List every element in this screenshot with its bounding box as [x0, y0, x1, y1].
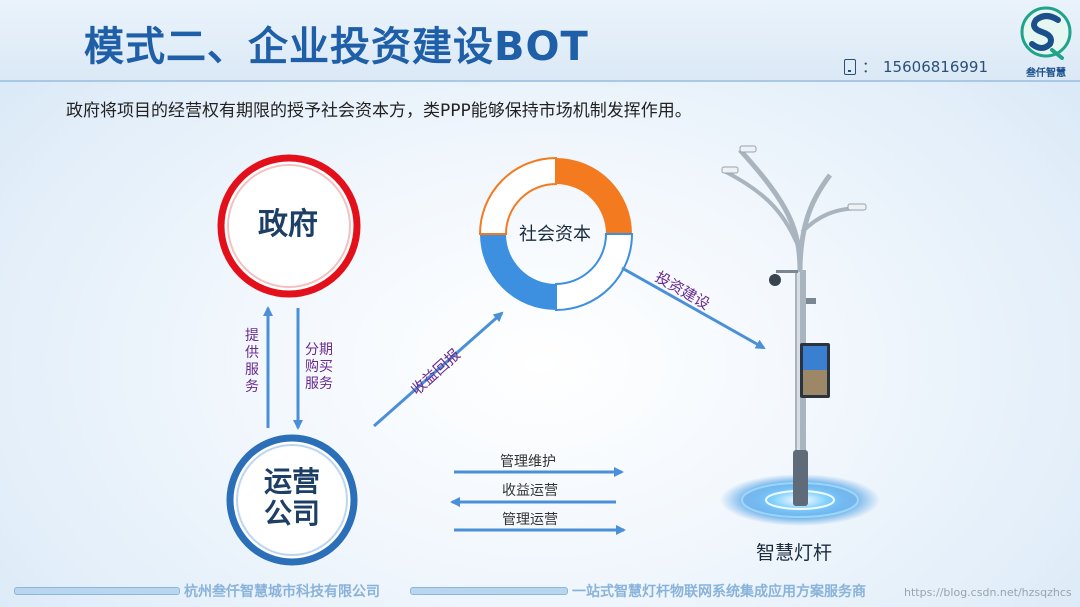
provide-service-label: 提供服务	[245, 328, 259, 395]
management-maintenance-label: 管理维护	[500, 454, 556, 470]
phone-icon	[844, 58, 856, 75]
operator-label-line2: 公司	[263, 497, 320, 530]
social-capital-label: 社会资本	[519, 224, 591, 245]
phone-prefix: ：	[862, 58, 878, 76]
footer-company: 杭州叁仟智慧城市科技有限公司	[184, 584, 380, 600]
header-bar	[0, 0, 1080, 82]
operator-circle	[226, 434, 358, 566]
smart-pole-icon	[721, 145, 867, 506]
logo-text: 叁仟智慧	[1026, 68, 1066, 79]
government-circle	[217, 154, 361, 298]
installment-purchase-label: 分期购买服务	[305, 342, 333, 392]
watermark: https://blog.csdn.net/hzsqzhcs	[904, 586, 1072, 599]
smart-pole-label: 智慧灯杆	[756, 542, 833, 564]
subtitle: 政府将项目的经营权有期限的授予社会资本方，类PPP能够保持市场机制发挥作用。	[66, 101, 692, 121]
management-operation-label: 管理运营	[502, 512, 558, 528]
phone-number: 15606816991	[883, 57, 988, 76]
government-label: 政府	[258, 207, 318, 242]
operator-label: 运营 公司	[236, 466, 348, 530]
revenue-operation-label: 收益运营	[502, 483, 558, 499]
arrow-revenue-return	[373, 311, 504, 428]
phone-contact: ： 15606816991	[844, 56, 988, 77]
footer-slogan: 一站式智慧灯杆物联网系统集成应用方案服务商	[572, 584, 866, 600]
footer: 杭州叁仟智慧城市科技有限公司 一站式智慧灯杆物联网系统集成应用方案服务商	[0, 578, 1080, 602]
slide-title: 模式二、企业投资建设BOT	[84, 24, 589, 70]
footer-bar-left	[14, 587, 180, 595]
arrow-investment-construction	[621, 266, 766, 350]
footer-bar-middle	[410, 587, 568, 595]
company-logo-icon	[1020, 6, 1072, 60]
operator-label-line1: 运营	[263, 465, 320, 498]
